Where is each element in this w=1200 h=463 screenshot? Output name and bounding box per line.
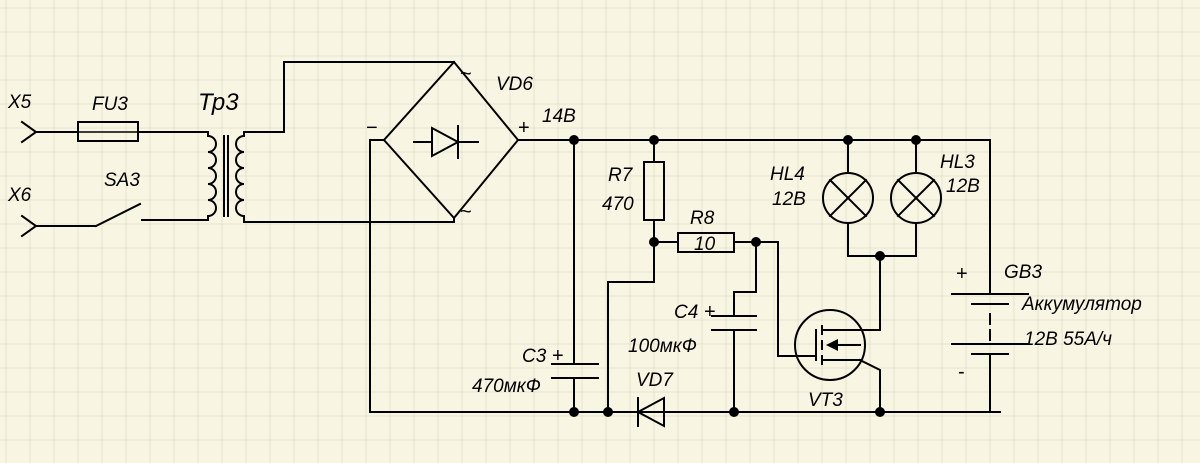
bridge-minus-sign: − bbox=[366, 117, 378, 139]
capacitor-c4 bbox=[711, 241, 757, 413]
label-c3-value: 470мкФ bbox=[472, 376, 541, 397]
c3-plus-sign: + bbox=[552, 345, 564, 367]
label-fu3: FU3 bbox=[92, 94, 128, 115]
junction-dots bbox=[569, 135, 921, 417]
label-hl3-value: 12В bbox=[946, 176, 980, 197]
diode-bridge-vd6 bbox=[369, 60, 1001, 413]
label-gb3-value: 12В 55А/ч bbox=[1024, 329, 1112, 350]
label-c4-value: 100мкФ bbox=[628, 336, 697, 357]
label-sa3: SA3 bbox=[104, 170, 140, 191]
battery-minus-sign: - bbox=[958, 361, 965, 383]
mosfet-vt3 bbox=[777, 241, 881, 413]
terminal-x6 bbox=[20, 214, 97, 238]
bridge-plus-sign: + bbox=[518, 117, 530, 139]
label-gb3-name: Аккумулятор bbox=[1021, 294, 1142, 315]
label-r8: R8 bbox=[690, 208, 715, 229]
label-r7-value: 470 bbox=[602, 194, 634, 215]
lamp-hl4 bbox=[822, 139, 917, 257]
c4-plus-sign: + bbox=[704, 301, 716, 323]
label-r7: R7 bbox=[608, 165, 634, 186]
ac-symbol-bottom: ~ bbox=[460, 201, 472, 223]
label-hl4: HL4 bbox=[770, 164, 805, 185]
label-hl4-value: 12В bbox=[772, 189, 806, 210]
label-x6: X6 bbox=[7, 185, 32, 206]
battery-gb3 bbox=[951, 139, 1029, 413]
terminal-x5 bbox=[20, 120, 79, 144]
label-c3: C3 bbox=[522, 346, 547, 367]
transformer-tr3 bbox=[206, 61, 455, 223]
label-gb3: GB3 bbox=[1004, 262, 1042, 283]
label-tr3: Тр3 bbox=[198, 89, 239, 116]
fuse-fu3 bbox=[77, 121, 209, 142]
label-x5: X5 bbox=[7, 92, 32, 113]
capacitor-c3 bbox=[551, 139, 599, 413]
switch-sa3 bbox=[94, 202, 209, 228]
battery-plus-sign: + bbox=[956, 263, 968, 285]
label-voltage-14v: 14В bbox=[542, 106, 576, 127]
label-vd7: VD7 bbox=[636, 370, 674, 391]
diode-vd7 bbox=[635, 396, 665, 428]
label-hl3: HL3 bbox=[940, 152, 975, 173]
lamp-hl3 bbox=[890, 139, 942, 257]
label-vd6: VD6 bbox=[496, 74, 533, 95]
label-c4: C4 bbox=[674, 302, 698, 323]
ac-symbol-top: ~ bbox=[460, 63, 472, 85]
label-r8-value: 10 bbox=[694, 234, 716, 255]
label-vt3: VT3 bbox=[808, 390, 843, 411]
